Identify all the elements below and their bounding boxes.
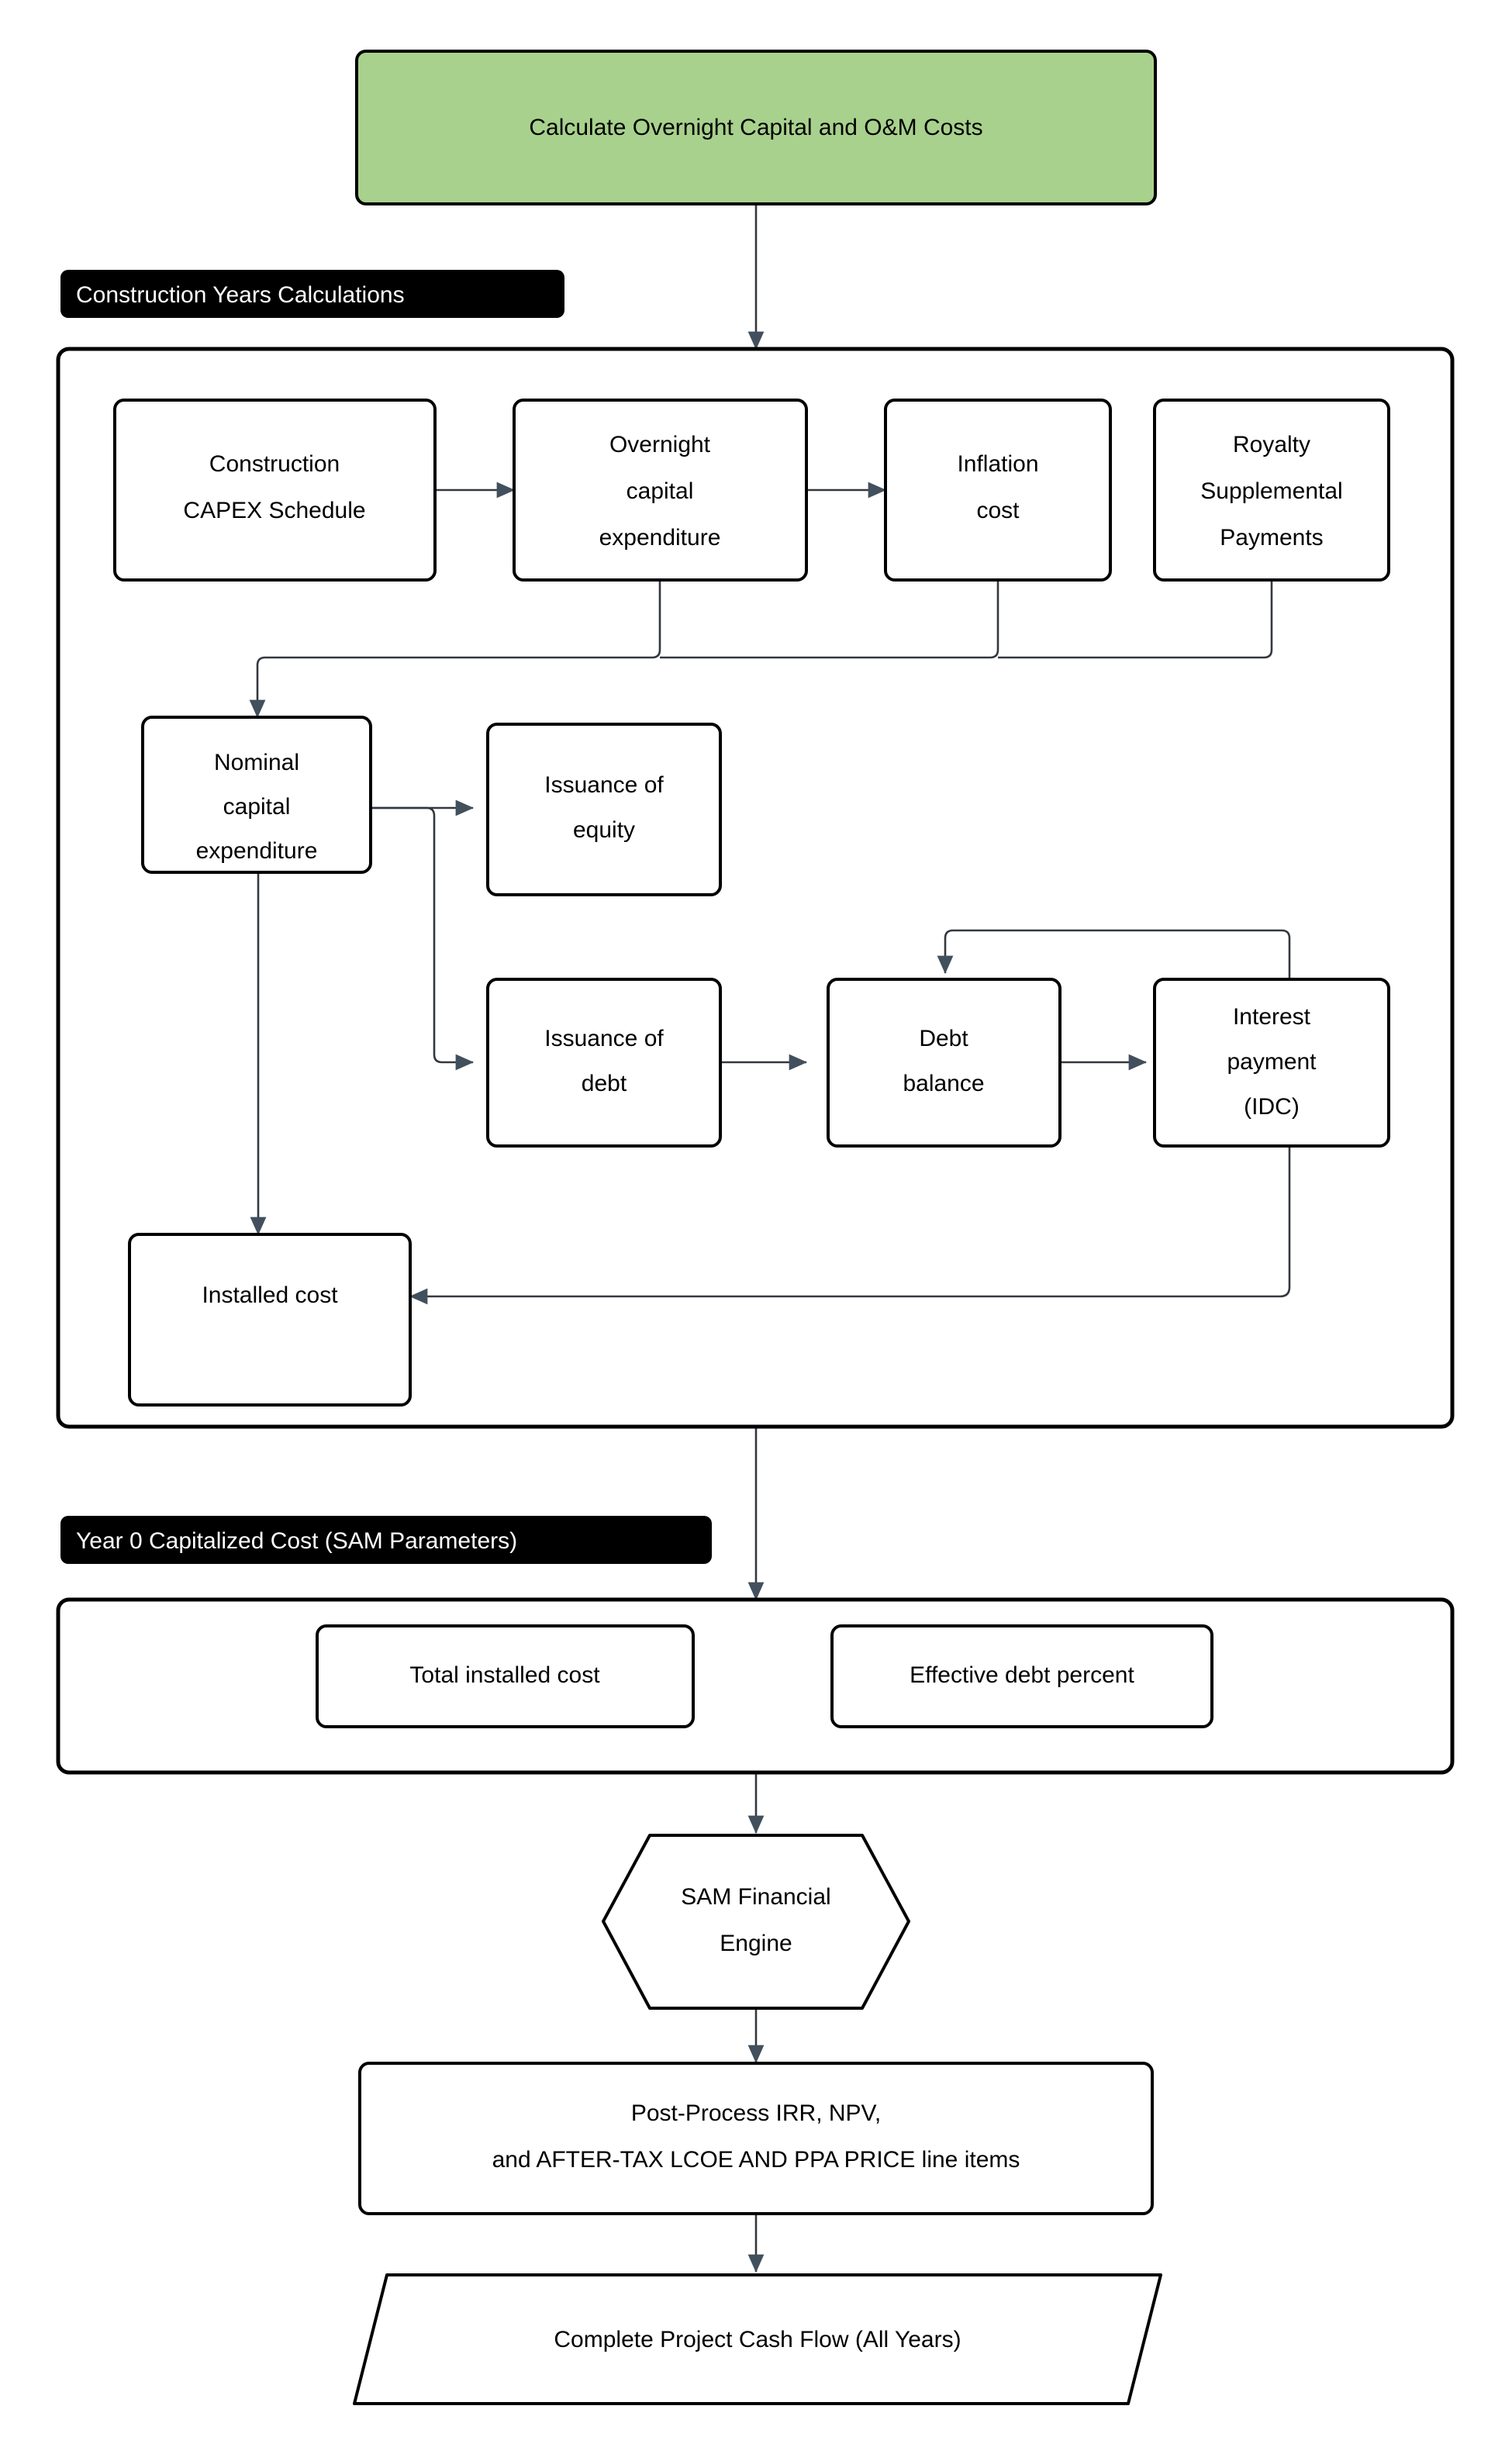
edge-interest-to-debt-balance-feedback	[937, 929, 1291, 979]
node-overnight-capital-expenditure-line1: Overnight	[609, 432, 711, 457]
node-post-process-line2: and AFTER-TAX LCOE AND PPA PRICE line it…	[492, 2147, 1020, 2173]
node-complete-project-cash-flow[interactable]	[353, 2273, 1162, 2405]
node-sam-financial-engine[interactable]	[602, 1834, 910, 2010]
node-overnight-capital-expenditure-line3: expenditure	[599, 525, 721, 551]
node-overnight-capital-expenditure[interactable]	[513, 399, 808, 582]
node-nominal-capital-expenditure-line2: capital	[223, 794, 291, 820]
node-royalty-supplemental-payments-line2: Supplemental	[1200, 478, 1342, 504]
node-royalty-supplemental-payments-line1: Royalty	[1233, 432, 1310, 457]
node-sam-financial-engine-line2: Engine	[720, 1931, 792, 1956]
group-year-zero-label: Year 0 Capitalized Cost (SAM Parameters)	[76, 1528, 517, 1554]
node-interest-payment-idc[interactable]	[1153, 978, 1390, 1148]
node-total-installed-cost-label: Total installed cost	[409, 1662, 600, 1688]
node-debt-balance-line1: Debt	[919, 1026, 968, 1051]
node-inflation-cost[interactable]	[884, 399, 1112, 582]
node-sam-financial-engine-line1: SAM Financial	[681, 1884, 830, 1910]
node-effective-debt-percent[interactable]	[830, 1624, 1213, 1728]
node-interest-payment-idc-line3: (IDC)	[1244, 1094, 1300, 1120]
node-calculate-overnight-capital[interactable]	[355, 50, 1157, 205]
edge-interest-to-installed-cost	[409, 1146, 1291, 1305]
node-calculate-overnight-capital-label: Calculate Overnight Capital and O&M Cost…	[529, 115, 982, 140]
node-installed-cost-label: Installed cost	[202, 1282, 338, 1308]
node-overnight-capital-expenditure-line2: capital	[627, 478, 694, 504]
node-post-process-line1: Post-Process IRR, NPV,	[631, 2100, 881, 2126]
node-debt-balance-line2: balance	[903, 1071, 984, 1096]
edge-nominal-to-debt-issuance	[371, 806, 475, 1071]
node-royalty-supplemental-payments[interactable]	[1153, 399, 1390, 582]
node-inflation-cost-line2: cost	[976, 498, 1020, 523]
group-construction-years-label-bg	[60, 270, 564, 318]
node-nominal-capital-expenditure-line3: expenditure	[196, 838, 318, 864]
node-complete-project-cash-flow-label: Complete Project Cash Flow (All Years)	[554, 2327, 961, 2352]
node-issuance-of-equity-line1: Issuance of	[544, 772, 664, 798]
node-post-process[interactable]	[358, 2062, 1154, 2215]
node-inflation-cost-line1: Inflation	[957, 451, 1038, 477]
node-effective-debt-percent-label: Effective debt percent	[910, 1662, 1134, 1688]
node-issuance-of-debt[interactable]	[486, 978, 722, 1148]
group-construction-years-label: Construction Years Calculations	[76, 282, 405, 308]
node-construction-capex-schedule-line2: CAPEX Schedule	[183, 498, 365, 523]
node-issuance-of-debt-line2: debt	[582, 1071, 627, 1096]
node-royalty-supplemental-payments-line3: Payments	[1220, 525, 1323, 551]
node-nominal-capital-expenditure[interactable]	[141, 716, 372, 874]
node-nominal-capital-expenditure-line1: Nominal	[214, 750, 299, 775]
node-issuance-of-equity[interactable]	[486, 723, 722, 896]
edge-overnight-to-nominal	[249, 580, 661, 719]
node-construction-capex-schedule[interactable]	[113, 399, 437, 582]
group-year-zero	[56, 1597, 1455, 1775]
edge-royalty-to-nominal	[998, 580, 1273, 659]
group-year-zero-label-bg	[60, 1516, 712, 1564]
group-construction-years	[56, 347, 1455, 1429]
node-interest-payment-idc-line2: payment	[1227, 1049, 1317, 1075]
node-issuance-of-equity-line2: equity	[573, 817, 635, 843]
node-debt-balance[interactable]	[827, 978, 1062, 1148]
node-installed-cost[interactable]	[128, 1233, 412, 1407]
node-construction-capex-schedule-line1: Construction	[209, 451, 340, 477]
node-interest-payment-idc-line1: Interest	[1233, 1004, 1311, 1030]
node-issuance-of-debt-line1: Issuance of	[544, 1026, 664, 1051]
edge-inflation-to-nominal	[660, 580, 999, 659]
node-total-installed-cost[interactable]	[316, 1624, 695, 1728]
